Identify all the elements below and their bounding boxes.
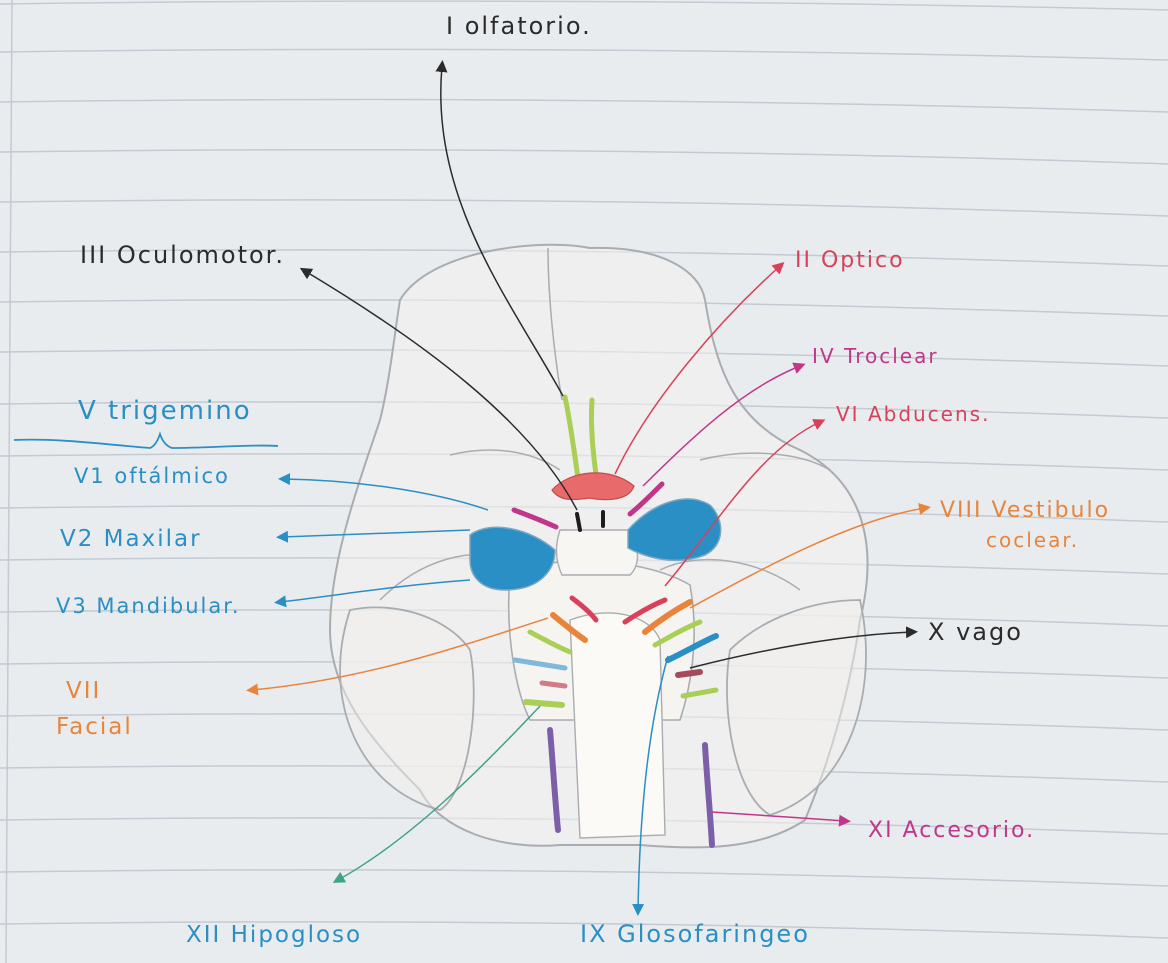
label-glossopharyngeal: IX Glosofaringeo <box>580 922 810 946</box>
label-olfactory: I olfatorio. <box>446 14 592 38</box>
label-cochlear: coclear. <box>986 530 1079 550</box>
label-accessory: XI Accesorio. <box>868 820 1035 842</box>
label-oculomotor: III Oculomotor. <box>80 243 285 267</box>
midbrain <box>556 530 637 575</box>
label-abducens: VI Abducens. <box>836 404 990 424</box>
label-mandibular: V3 Mandibular. <box>56 596 241 617</box>
label-vagus: X vago <box>928 620 1023 644</box>
medulla <box>570 613 665 838</box>
label-maxillary: V2 Maxilar <box>60 528 202 551</box>
margin-line <box>6 0 12 963</box>
trigeminal-brace <box>14 434 278 448</box>
label-vestibulocochlear: VIII Vestibulo <box>940 500 1110 522</box>
label-trochlear: IV Troclear <box>812 346 939 366</box>
label-trigeminal: V trigemino <box>78 398 252 424</box>
label-ophthalmic: V1 oftálmico <box>74 466 230 487</box>
label-optic: II Optico <box>795 250 905 272</box>
label-hypoglossal: XII Hipogloso <box>186 924 362 947</box>
label-facial-numeral: VII <box>66 680 101 703</box>
label-facial: Facial <box>56 716 133 739</box>
